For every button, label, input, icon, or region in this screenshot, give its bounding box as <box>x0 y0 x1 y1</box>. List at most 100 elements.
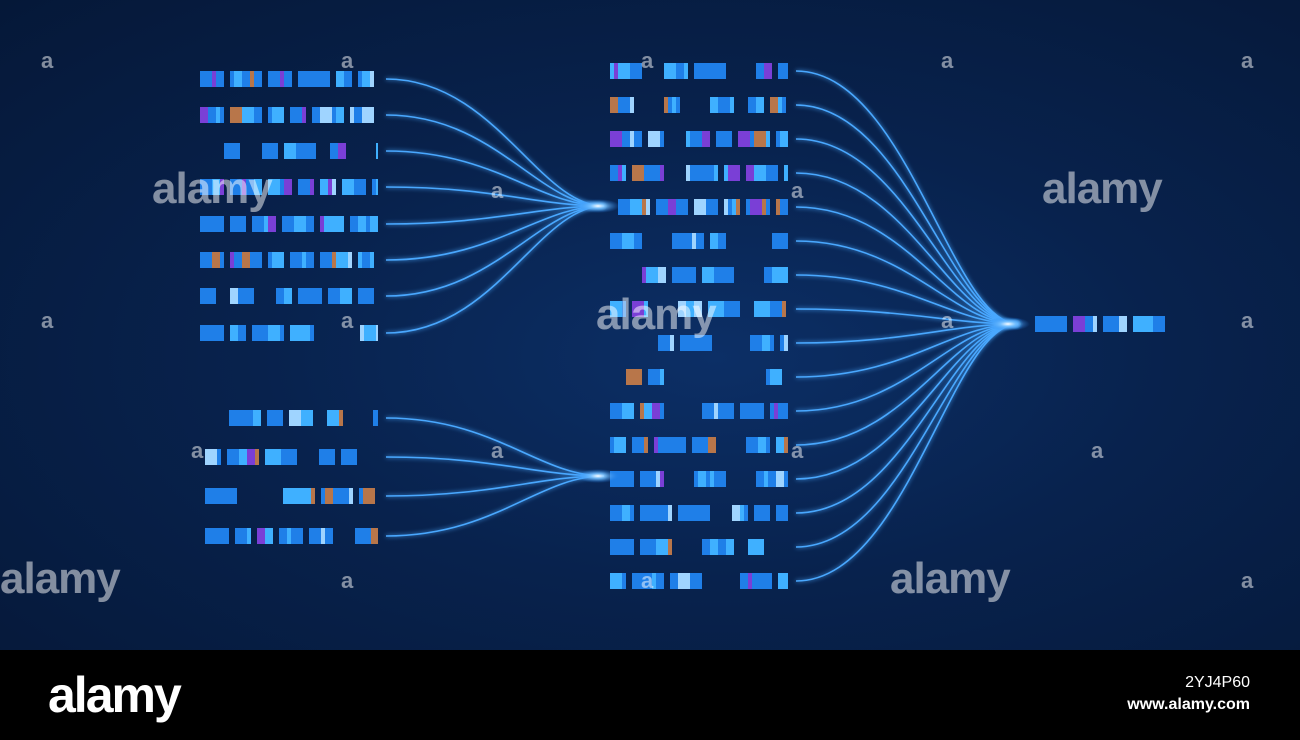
sequence-block <box>320 107 332 123</box>
sequence-block <box>714 403 718 419</box>
sequence-block <box>640 573 652 589</box>
sequence-block <box>610 437 614 453</box>
sequence-block <box>367 528 371 544</box>
sequence-block <box>778 573 786 589</box>
sequence-block <box>764 63 772 79</box>
sequence-block <box>332 179 336 195</box>
sequence-block <box>684 63 688 79</box>
sequence-block <box>1047 316 1055 332</box>
watermark-letter: a <box>791 438 803 463</box>
convergence-node <box>986 317 1030 331</box>
sequence-block <box>754 437 758 453</box>
sequence-block <box>268 252 272 268</box>
aligned-sequence-row <box>618 199 788 215</box>
sequence-block <box>610 63 614 79</box>
sequence-block <box>718 97 726 113</box>
sequence-block <box>298 288 306 304</box>
sequence-block <box>778 63 786 79</box>
sequence-block <box>710 539 718 555</box>
sequence-block <box>220 107 224 123</box>
sequence-block <box>318 71 330 87</box>
sequence-block <box>690 573 702 589</box>
sequence-block <box>224 143 236 159</box>
sequence-block <box>752 573 764 589</box>
sequence-block <box>302 107 306 123</box>
sequence-block <box>684 335 692 351</box>
sequence-block <box>766 131 770 147</box>
connector-line <box>385 78 605 207</box>
sequence-block <box>200 71 204 87</box>
sequence-block <box>265 528 273 544</box>
sequence-block <box>666 437 674 453</box>
sequence-block <box>656 199 660 215</box>
sequence-block <box>706 505 710 521</box>
sequence-block <box>339 410 343 426</box>
sequence-block <box>640 471 648 487</box>
sequence-block <box>656 471 660 487</box>
sequence-block <box>680 63 684 79</box>
sequence-block <box>246 288 250 304</box>
sequence-block <box>220 216 224 232</box>
image-id: 2YJ4P60 <box>1185 674 1250 691</box>
sequence-block <box>212 288 216 304</box>
sequence-block <box>342 179 354 195</box>
sequence-block <box>310 325 314 341</box>
sequence-block <box>340 216 344 232</box>
sequence-block <box>355 528 367 544</box>
sequence-block <box>746 437 754 453</box>
connector-line <box>385 205 605 297</box>
sequence-block <box>257 528 265 544</box>
sequence-block <box>341 449 345 465</box>
sequence-block <box>622 301 626 317</box>
sequence-block <box>1119 316 1127 332</box>
sequence-block <box>614 437 622 453</box>
sequence-block <box>333 488 337 504</box>
sequence-block <box>770 335 774 351</box>
sequence-block <box>1035 316 1047 332</box>
sequence-block <box>265 449 277 465</box>
sequence-block <box>750 131 754 147</box>
sequence-block <box>692 437 704 453</box>
sequence-block <box>376 179 378 195</box>
sequence-block <box>250 252 258 268</box>
sequence-block <box>238 71 242 87</box>
sequence-block <box>349 449 357 465</box>
sequence-block <box>280 179 284 195</box>
sequence-block <box>636 437 644 453</box>
sequence-block <box>293 449 297 465</box>
sequence-block <box>294 325 302 341</box>
sequence-block <box>756 63 764 79</box>
sequence-block <box>748 403 760 419</box>
sequence-block <box>230 325 238 341</box>
sequence-block <box>304 143 312 159</box>
sequence-block <box>664 63 676 79</box>
footer-logo: alamy <box>48 667 182 723</box>
sequence-block <box>208 107 216 123</box>
sequence-block <box>706 165 714 181</box>
sequence-block <box>302 325 310 341</box>
sequence-block <box>312 107 320 123</box>
sequence-block <box>362 71 370 87</box>
sequence-block <box>220 179 224 195</box>
sequence-block <box>702 539 710 555</box>
sequence-block <box>644 437 648 453</box>
sequence-block <box>302 179 310 195</box>
sequence-block <box>702 131 710 147</box>
sequence-block <box>236 143 240 159</box>
sequence-block <box>247 449 255 465</box>
input-sequence-row <box>200 288 374 304</box>
sequence-block <box>237 410 249 426</box>
sequence-block <box>268 216 276 232</box>
sequence-block <box>652 573 656 589</box>
sequence-block <box>702 403 714 419</box>
sequence-block <box>255 449 259 465</box>
sequence-block <box>638 369 642 385</box>
sequence-block <box>262 143 270 159</box>
sequence-block <box>784 165 788 181</box>
sequence-block <box>254 71 258 87</box>
sequence-block <box>350 216 358 232</box>
sequence-block <box>288 71 292 87</box>
sequence-block <box>770 369 782 385</box>
sequence-block <box>706 63 718 79</box>
sequence-block <box>766 437 770 453</box>
